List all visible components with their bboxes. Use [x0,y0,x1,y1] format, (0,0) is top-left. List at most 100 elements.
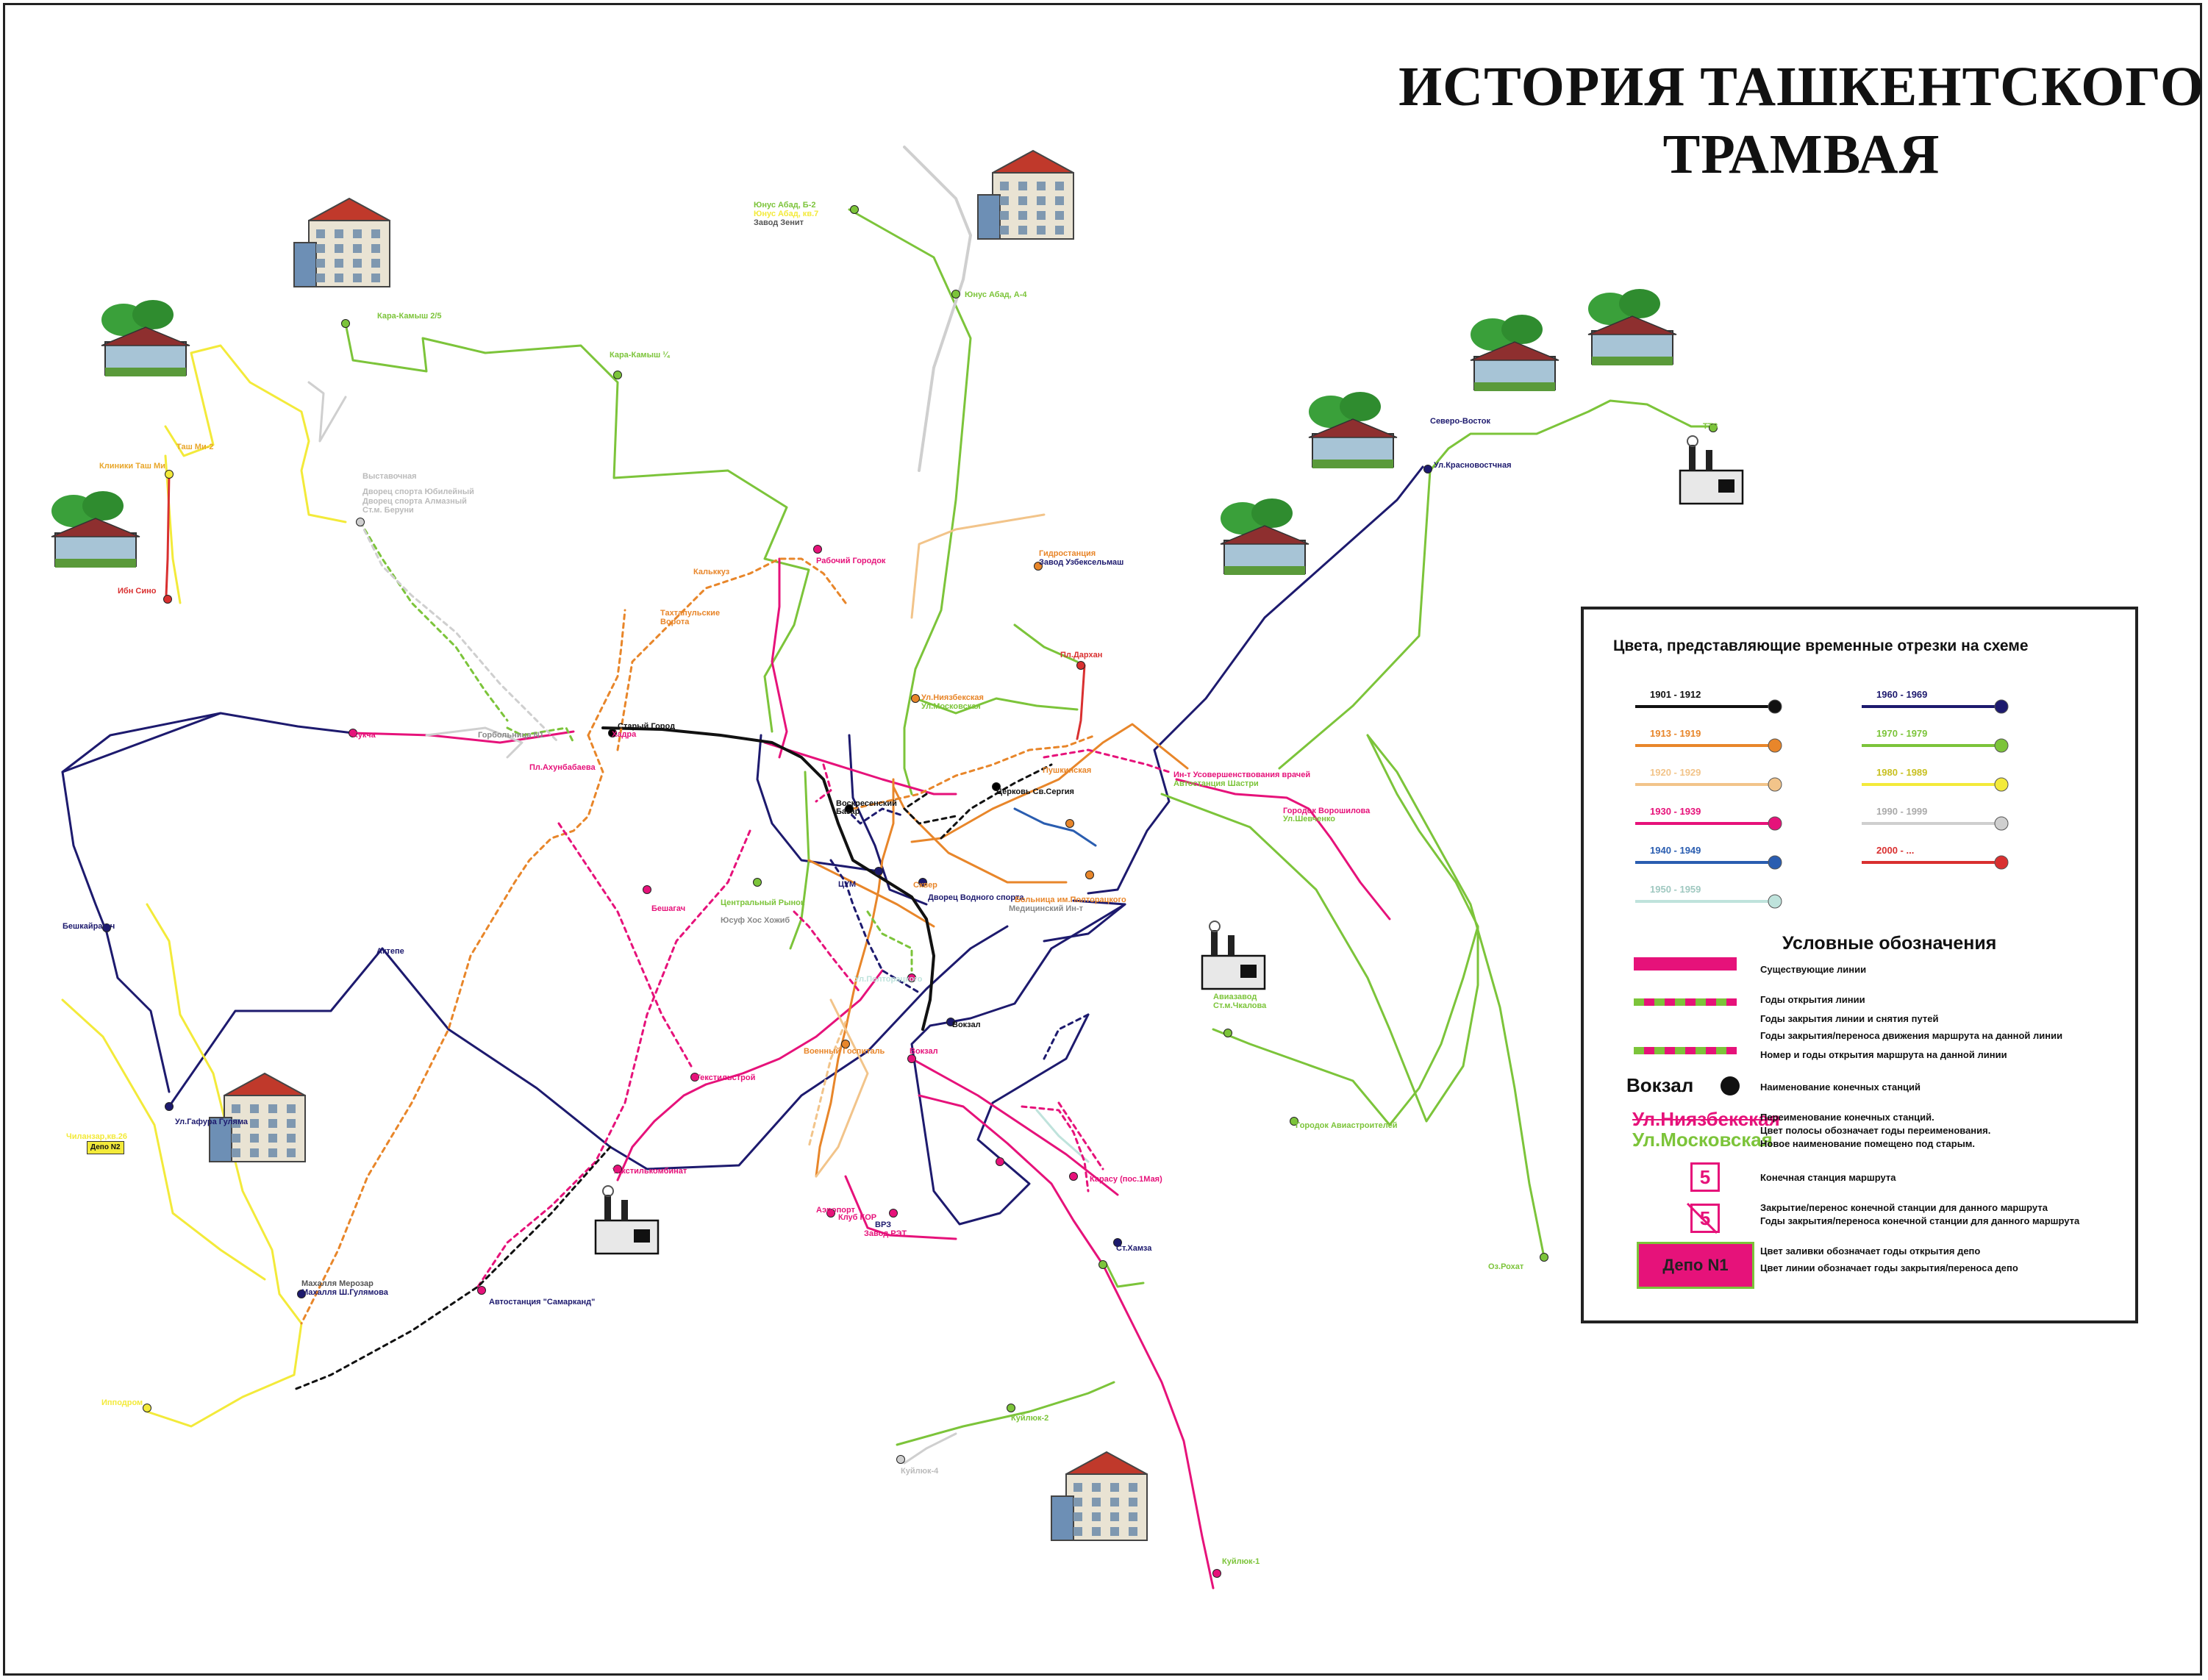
map-frame [3,3,2202,1676]
legend-period-label: 1920 - 1929 [1650,767,1701,778]
terminal-dot-23 [907,973,916,982]
station-label: ЦУМ [838,880,857,889]
station-label: Ворота [660,618,690,626]
terminal-dot-38 [477,1286,486,1295]
station-label: Вокзал [952,1020,981,1029]
legend-rename-desc-1: Переименование конечных станций. [1760,1112,1934,1123]
village-icon [1587,289,1677,365]
terminal-dot-13 [349,729,357,737]
terminal-dot-30 [613,1165,622,1173]
legend-period-label: 1913 - 1919 [1650,728,1701,739]
station-label: Текстильстрой [696,1073,756,1082]
factory-icon [1679,435,1744,505]
station-label: Рабочий Городок [816,557,886,565]
station-label: Клиники Таш Ми [99,462,165,471]
legend-line-close: Годы закрытия линии и снятия путей [1760,1013,1939,1024]
legend-period-label: 2000 - ... [1876,845,1915,856]
tram-line-63 [293,1145,612,1391]
legend-rename-desc-3: Новое наименование помещено под старым. [1760,1138,1976,1149]
tram-line-53 [815,763,832,803]
legend-line-open: Годы открытия линии [1760,994,1865,1005]
terminal-dot-21 [643,885,651,894]
legend-period-dot [1994,816,2009,831]
station-label: Таш Ми-2 [176,443,214,451]
building-icon [977,149,1074,240]
station-label: Ин-т Усовершенствования врачей [1173,771,1311,779]
legend-period-dot [1768,894,1782,909]
factory-icon [594,1185,660,1255]
title-line-2: ТРАМВАЯ [1662,124,1940,185]
station-label: Кальккуз [693,568,730,576]
tram-line-15 [1212,925,1479,1126]
station-label: Ул.Ниязбекская [921,693,984,702]
tram-line-11 [914,697,1079,715]
tram-line-13 [344,322,810,733]
station-label: Ул.Шевченко [1283,815,1335,823]
tram-line-42 [61,998,266,1281]
station-label: Кукча [353,731,376,740]
village-icon [1308,392,1398,468]
legend-period-dot [1768,699,1782,714]
station-label: Ст.м.Чкалова [1213,1001,1267,1010]
tram-line-17 [1278,399,1715,770]
station-label: Авиазавод [1213,993,1257,1001]
tram-line-8 [756,734,880,873]
tram-line-46 [1043,903,1126,943]
tram-line-56 [359,521,509,722]
station-label: Дворец спорта Алмазный [362,497,467,506]
station-label: Махалля Мерозар [301,1279,374,1288]
station-label: Вокзал [910,1047,938,1056]
station-label: Базар [836,807,860,816]
tram-line-27 [844,1175,957,1240]
tram-line-3 [168,947,612,1148]
terminal-dot-37 [297,1290,306,1298]
terminal-dot-18 [918,878,927,887]
terminal-dot-24 [946,1018,955,1026]
legend-period-dot [1994,777,2009,792]
tram-line-59 [844,807,906,825]
tram-line-68 [778,557,847,604]
depot-tag: Депо N2 [87,1141,124,1154]
station-label: Пл.Ахунбабаева [529,763,596,772]
legend-periods-heading: Цвета, представляющие временные отрезки … [1613,637,2029,654]
tram-line-60 [359,521,560,744]
station-label: Гидростанция [1039,549,1096,558]
terminal-dot-12 [1423,465,1432,473]
station-label: Юнус Абад, кв.7 [754,210,819,218]
terminal-dot-5 [165,470,174,479]
legend-terminal-dot [1721,1076,1740,1095]
tram-line-33 [910,513,1046,619]
station-label: Центральный Рынок [721,898,805,907]
station-label: Ул.Красновостчная [1434,461,1512,470]
tram-line-2 [105,931,171,1093]
tram-line-55 [851,734,1097,810]
tram-line-29 [815,778,895,1178]
station-label: Церковь Св.Сергия [996,787,1074,796]
station-label: Махалля Ш.Гулямова [301,1288,388,1297]
tram-line-12 [1013,623,1079,663]
legend-route-terminal-closed-num: 5 [1690,1204,1720,1233]
tram-line-0 [61,712,354,934]
factory-icon [1201,921,1266,990]
station-label: Чиланзар,кв.26 [66,1132,128,1141]
terminal-dot-14 [608,729,617,737]
terminal-dot-2 [341,319,350,328]
terminal-dot-43 [1212,1569,1221,1578]
tram-line-40 [146,903,303,1428]
title-line-1: ИСТОРИЯ ТАШКЕНТСКОГО [1398,56,2204,118]
tram-line-62 [903,793,957,825]
building-icon [209,1072,306,1162]
station-label: Оз.Рохат [1488,1262,1524,1271]
tram-line-44 [1076,664,1086,740]
legend-route-terminal-closed-1: Закрытие/перенос конечной станции для да… [1760,1202,2048,1213]
tram-line-38 [307,381,347,443]
station-label: Медицинский Ин-т [1009,904,1083,913]
tram-line-28 [763,741,957,796]
tram-line-21 [351,730,575,744]
terminal-dot-29 [165,1102,174,1111]
tram-line-66 [866,910,913,972]
station-label: Ул.Гафура Гуляма [175,1118,249,1126]
legend-period-dot [1994,699,2009,714]
station-label: Пл.Дархан [1060,651,1103,660]
station-label: Автостанция "Самарканд" [489,1298,596,1307]
